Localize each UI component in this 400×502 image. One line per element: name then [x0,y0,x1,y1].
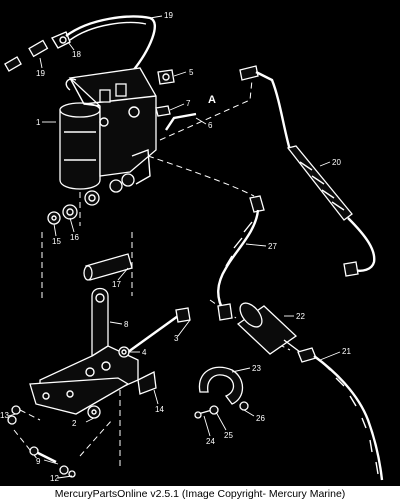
washer-15[interactable] [47,211,61,225]
callout-26: 26 [256,414,265,423]
callout-25: 25 [224,431,233,440]
callout-27: 27 [268,242,277,251]
sleeve-9[interactable] [137,371,157,395]
callout-19-left: 19 [36,69,45,78]
fuel-line-27[interactable] [217,195,265,321]
callout-20: 20 [332,158,341,167]
fitting-19[interactable] [4,39,49,72]
callout-2: 5 [189,68,194,77]
nut-16[interactable] [62,204,78,220]
screw-24[interactable] [194,409,213,419]
callout-13: 3 [174,334,179,343]
callout-8: 13 [0,411,9,420]
callout-24: 24 [206,437,215,446]
callout-3: 6 [208,121,213,130]
callout-23: 23 [252,364,261,373]
callout-leaders [7,15,341,479]
washer-14[interactable] [118,346,130,358]
spacer-17[interactable] [83,253,133,281]
callout-1: 1 [36,118,41,127]
filter-assembly-1[interactable] [59,67,157,206]
washer-7[interactable] [59,465,76,478]
tube-3[interactable] [165,112,197,131]
callout-6: 9 [36,457,41,466]
callout-12: 2 [72,419,77,428]
callout-22: 22 [296,312,305,321]
callout-21: 21 [342,347,351,356]
fuel-filter-22[interactable] [236,299,301,355]
callout-19-top: 19 [164,11,173,20]
connector-18[interactable] [50,31,71,49]
callout-4: 7 [186,99,191,108]
fitting-4[interactable] [155,105,171,117]
screw-6[interactable] [29,446,57,464]
callout-9: 14 [155,405,164,414]
callout-16: 16 [70,233,79,242]
callout-14: 4 [142,348,147,357]
nut-26[interactable] [239,401,249,411]
fitting-2[interactable] [157,69,175,85]
copyright-footer: MercuryPartsOnline v2.5.1 (Image Copyrig… [0,486,400,502]
hose-19[interactable] [65,15,156,73]
callout-7: 12 [50,474,59,483]
callout-labels: 1 5 6 7 A 8 9 12 13 14 2 3 4 15 16 17 18… [0,11,351,483]
callout-18: 18 [72,50,81,59]
plate-6[interactable] [29,377,130,415]
callout-5: 8 [124,320,129,329]
fuel-line-20[interactable] [239,65,376,277]
clamp-23[interactable] [198,366,244,405]
bolt-13[interactable] [127,307,191,353]
callout-17: 17 [112,280,121,289]
nut-12[interactable] [87,405,101,419]
callout-A: A [208,94,216,106]
fuel-line-21[interactable] [297,347,384,481]
washer-8[interactable] [7,405,21,425]
callout-15: 15 [52,237,61,246]
